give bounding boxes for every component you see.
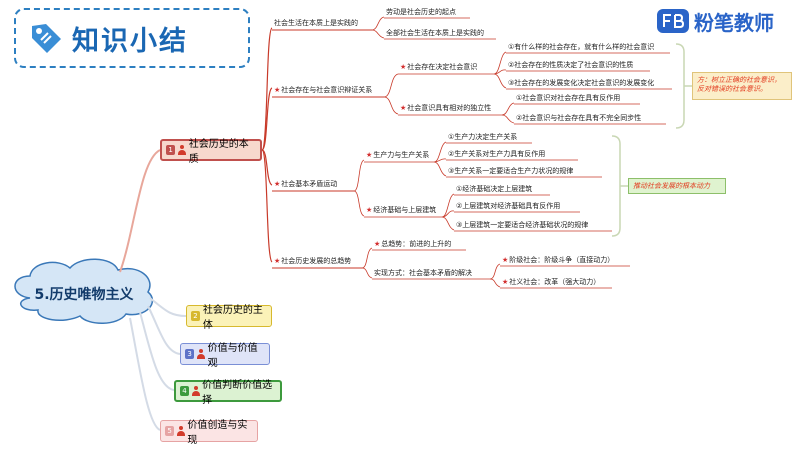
root-branches: [119, 149, 161, 273]
exist-independent-node[interactable]: ★社会意识具有相对的独立性: [400, 104, 491, 113]
star-icon: ★: [274, 257, 281, 265]
star-icon: ★: [502, 278, 509, 286]
star-icon: ★: [274, 86, 281, 94]
contradiction-base-label: 经济基础与上层建筑: [373, 206, 437, 214]
topic-node-2[interactable]: 2 社会历史的主体: [186, 305, 272, 331]
page-title: 知识小结: [72, 25, 188, 57]
star-icon: ★: [366, 151, 373, 159]
topic-node-5[interactable]: 5 价值创造与实现: [160, 420, 258, 446]
leaf-text: ②上层建筑对经济基础具有反作用: [456, 202, 561, 210]
leaf-text: ②生产关系对生产力具有反作用: [448, 150, 546, 158]
topic-label: 价值创造与实现: [187, 420, 248, 446]
trend-way-item: ★阶级社会：阶级斗争（直接动力）: [502, 256, 614, 265]
leaf-text: ①经济基础决定上层建筑: [456, 185, 533, 193]
callout-exist: 方：树立正确的社会意识，反对错误的社会意识。: [692, 72, 792, 100]
root-label: 5.历史唯物主义: [34, 287, 134, 303]
leaf-text: ①有什么样的社会存在，就有什么样的社会意识: [508, 43, 655, 51]
star-icon: ★: [366, 206, 373, 214]
leaf-text: 劳动是社会历史的起点: [386, 8, 456, 16]
trend-way-label[interactable]: 实现方式：社会基本矛盾的解决: [374, 269, 472, 277]
topic-label: 社会历史的主体: [202, 305, 263, 331]
contradiction-productive-node[interactable]: ★生产力与生产关系: [366, 151, 429, 160]
topic-number-badge: 3: [185, 349, 195, 359]
leaf-text: ③上层建筑一定要适合经济基础状况的规律: [456, 221, 589, 229]
trend-way-item: ★社义社会：改革（强大动力）: [502, 278, 600, 287]
branch-life-label[interactable]: 社会生活在本质上是实践的: [274, 19, 358, 27]
trend-general-label: 总趋势：前进的上升的: [381, 240, 452, 248]
branch-exist-label: 社会存在与社会意识辩证关系: [281, 86, 373, 94]
root-node[interactable]: 5.历史唯物主义: [12, 270, 156, 318]
exist-independent-label: 社会意识具有相对的独立性: [407, 104, 492, 112]
topic-number-badge: 4: [180, 386, 189, 396]
title-banner: 知识小结: [14, 8, 250, 68]
leaf-text: ③社会存在的发展变化决定社会意识的发展变化: [508, 79, 655, 87]
topic-number-badge: 5: [165, 426, 175, 436]
person-icon: [178, 145, 187, 155]
leaf-text: 社义社会：改革（强大动力）: [509, 278, 601, 286]
star-icon: ★: [400, 63, 407, 71]
topic-number-badge: 1: [166, 145, 176, 155]
branch-trend-label: 社会历史发展的总趋势: [281, 257, 352, 265]
contradiction-productive-label: 生产力与生产关系: [373, 151, 430, 159]
trend-general-node[interactable]: ★总趋势：前进的上升的: [374, 240, 451, 249]
brand-mark-icon: [657, 9, 689, 33]
leaf-text: 全部社会生活在本质上是实践的: [386, 29, 484, 37]
brand-logo: 粉笔教师: [656, 6, 774, 36]
person-icon: [191, 386, 201, 396]
leaf-text: ①生产力决定生产关系: [448, 133, 518, 141]
root-cloud-shape: [14, 258, 154, 324]
person-icon: [197, 349, 206, 359]
star-icon: ★: [374, 240, 381, 248]
branch-contradiction-label: 社会基本矛盾运动: [281, 180, 338, 188]
branch-exist-node[interactable]: ★社会存在与社会意识辩证关系: [274, 86, 372, 95]
exist-decides-label: 社会存在决定社会意识: [407, 63, 478, 71]
star-icon: ★: [274, 180, 281, 188]
leaf-text: ②社会意识与社会存在具有不完全同步性: [516, 114, 642, 122]
topic-node-4[interactable]: 4 价值判断价值选择: [174, 380, 282, 406]
topic-label: 价值判断价值选择: [202, 380, 273, 406]
person-icon: [177, 426, 186, 436]
leaf-text: ①社会意识对社会存在具有反作用: [516, 94, 621, 102]
topic-label: 社会历史的本质: [188, 139, 249, 165]
branch-trend-node[interactable]: ★社会历史发展的总趋势: [274, 257, 351, 266]
callout-contradiction: 推动社会发展的根本动力: [628, 178, 726, 194]
star-icon: ★: [502, 256, 509, 264]
leaf-text: ③生产关系一定要适合生产力状况的规律: [448, 167, 574, 175]
star-icon: ★: [400, 104, 407, 112]
topic-label: 价值与价值观: [207, 343, 258, 369]
brand-name: 粉笔教师: [694, 10, 774, 35]
branch-contradiction-node[interactable]: ★社会基本矛盾运动: [274, 180, 337, 189]
contradiction-base-node[interactable]: ★经济基础与上层建筑: [366, 206, 436, 215]
tag-icon: [32, 24, 61, 53]
leaf-text: 阶级社会：阶级斗争（直接动力）: [509, 256, 615, 264]
exist-decides-node[interactable]: ★社会存在决定社会意识: [400, 63, 477, 72]
topic-number-badge: 2: [191, 311, 200, 321]
topic-node-1[interactable]: 1 社会历史的本质: [160, 139, 262, 165]
topic-node-3[interactable]: 3 价值与价值观: [180, 343, 270, 369]
leaf-text: ②社会存在的性质决定了社会意识的性质: [508, 61, 634, 69]
